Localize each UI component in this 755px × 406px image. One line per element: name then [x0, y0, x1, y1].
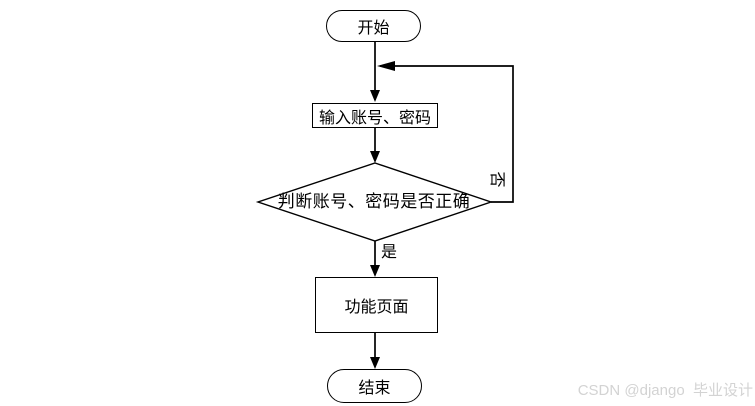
end-node-label: 结束 — [358, 380, 391, 397]
input-credentials-node: 输入账号、密码 — [312, 103, 438, 128]
function-page-node: 功能页面 — [315, 277, 438, 333]
edge-label-yes: 是 — [381, 244, 398, 261]
csdn-watermark: CSDN @django 毕业设计 — [577, 382, 753, 399]
decision-diamond-shape — [255, 162, 494, 242]
end-node: 结束 — [327, 369, 422, 403]
decision-node-label: 判断账号、密码是否正确 — [277, 192, 471, 211]
connector-no-feedback-loop — [380, 65, 514, 203]
arrowhead-into-function — [370, 265, 380, 277]
arrowhead-into-end — [370, 357, 380, 369]
start-node-label: 开始 — [357, 20, 390, 37]
arrowhead-into-input — [370, 90, 380, 102]
start-node: 开始 — [326, 10, 421, 42]
arrowhead-into-decision — [370, 151, 380, 163]
arrowhead-feedback-left — [377, 61, 395, 71]
input-credentials-label: 输入账号、密码 — [318, 109, 431, 127]
function-page-label: 功能页面 — [344, 299, 409, 316]
edge-label-no: 否 — [488, 171, 505, 188]
